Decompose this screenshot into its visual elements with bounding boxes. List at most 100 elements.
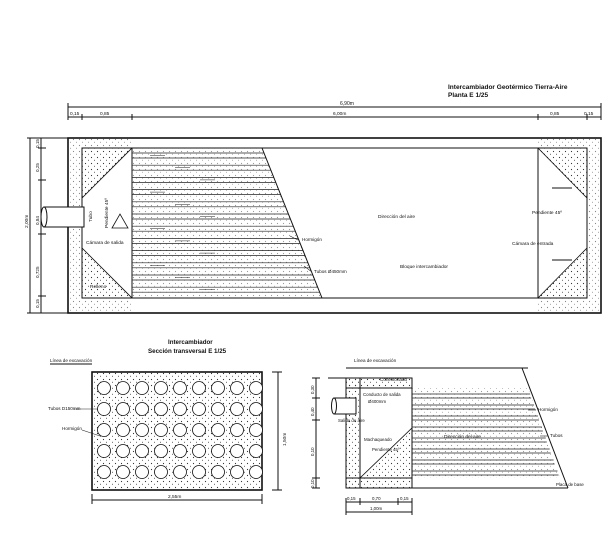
long-dim-015b: 0,15 — [400, 496, 409, 501]
long-label-tubos: Tubos — [550, 433, 563, 438]
section-tube-circle — [230, 423, 244, 437]
plan-dim-085-right: 0,85 — [550, 111, 560, 117]
plan-title: Intercambiador Geotérmico Tierra-Aire — [448, 84, 568, 91]
section-tube-circle — [116, 402, 130, 416]
plan-label-bloque: Bloque intercambiador — [400, 264, 448, 270]
section-label-hormigon: Hormigón — [62, 426, 82, 431]
section-tube-circle — [230, 402, 244, 416]
long-label-salida: Salida de aire — [338, 418, 365, 423]
plan-vdim-0: 0,15 — [35, 139, 40, 148]
plan-view: Intercambiador Geotérmico Tierra-Aire Pl… — [24, 84, 602, 314]
section-label-tubos: Tubos D150mm — [48, 406, 81, 411]
section-dim-width: 2,55m — [168, 494, 181, 500]
section-tube-circle — [135, 402, 149, 416]
section-tube-circle — [230, 444, 244, 458]
section-tube-circle — [192, 423, 206, 437]
section-tube-circle — [154, 423, 168, 437]
section-tube-circle — [249, 381, 263, 395]
section-tube-circle — [116, 423, 130, 437]
section-tube-circle — [135, 423, 149, 437]
plan-vdim-total: 2,00m — [24, 215, 30, 228]
section-tube-circle — [230, 465, 244, 479]
section-label-excavacion: Línea de excavación — [50, 358, 93, 363]
section-tube-circle — [116, 465, 130, 479]
section-tube-circle — [173, 381, 187, 395]
plan-vdim-4: 0,15 — [35, 299, 40, 308]
plan-dim-015-left: 0,15 — [70, 111, 80, 117]
section-tube-circle — [173, 444, 187, 458]
long-label-conexionado: Conexionado — [380, 377, 408, 382]
plan-label-camara-salida: Cámara de salida — [86, 240, 124, 246]
long-dim-070: 0,70 — [372, 496, 381, 501]
section-tube-circle — [97, 465, 111, 479]
plan-label-hormigon: Hormigón — [302, 237, 322, 242]
long-dim-015a: 0,15 — [347, 496, 356, 501]
section-tube-circle — [192, 465, 206, 479]
plan-vdim-3: 0,725 — [35, 266, 40, 278]
section-tube-circle — [135, 444, 149, 458]
section-tube-circle — [173, 465, 187, 479]
section-tube-circle — [135, 381, 149, 395]
long-label-placa: Placa de base — [556, 482, 584, 487]
long-chamber-wall-left — [345, 377, 361, 489]
section-tube-circle — [154, 465, 168, 479]
long-slope-fill — [359, 427, 413, 479]
section-tube-circle — [192, 402, 206, 416]
long-label-direccion: Dirección del aire — [444, 434, 481, 440]
long-chamber-cover — [345, 377, 413, 389]
section-tube-circle — [249, 465, 263, 479]
plan-label-tubos: Tubos Ø450mm — [314, 269, 347, 274]
section-tube-circle — [97, 444, 111, 458]
plan-label-relleno: Relleno — [90, 284, 107, 290]
plan-dim-015-right: 0,15 — [584, 111, 594, 117]
section-tube-circle — [135, 465, 149, 479]
section-tube-circle — [154, 402, 168, 416]
plan-label-camara-entrada: Cámara de entrada — [512, 241, 554, 247]
section-dim-height: 1,50m — [282, 433, 288, 446]
long-vdim-1: 0,40 — [310, 407, 315, 416]
long-vdim-0: 0,30 — [310, 385, 315, 394]
plan-label-pendiente-left: Pendiente 45º — [104, 198, 110, 228]
plan-label-tubo: Tubo — [88, 211, 94, 222]
section-tube-circle — [192, 444, 206, 458]
plan-vertical-dimensions: 2,00m 0,15 0,25 0,84 0,725 0,15 — [24, 137, 68, 314]
long-dim-total: 1,00m — [370, 506, 383, 511]
section-tube-circle — [116, 444, 130, 458]
plan-outlet-chamber: Tubo Pendiente 45º Cámara de salida Rell… — [40, 138, 133, 313]
plan-dim-085-left: 0,85 — [100, 111, 110, 117]
section-tube-circle — [211, 402, 225, 416]
section-tube-circle — [97, 423, 111, 437]
long-label-hormigon: Hormigón — [538, 407, 558, 412]
cross-section-view: Intercambiador Sección transversal E 1/2… — [48, 339, 288, 504]
section-tube-circle — [173, 402, 187, 416]
plan-inlet-chamber: Pendiente 45º Cámara de entrada — [512, 138, 601, 313]
plan-horizontal-dimensions: 6,90m 0,15 0,85 6,00m 0,85 0,15 — [67, 101, 602, 120]
section-tube-circle — [154, 444, 168, 458]
long-label-conducto: Conducto de salida — [363, 392, 401, 397]
long-label-diam: Ø400mm — [368, 399, 386, 404]
section-tube-circle — [211, 444, 225, 458]
plan-vdim-1: 0,25 — [35, 163, 40, 172]
section-tube-circle — [211, 465, 225, 479]
section-tube-circle — [97, 381, 111, 395]
section-tube-circle — [211, 423, 225, 437]
section-tube-circle — [154, 381, 168, 395]
section-subtitle: Sección transversal E 1/25 — [148, 348, 227, 355]
section-tube-circle — [230, 381, 244, 395]
long-chamber-floor — [345, 477, 413, 489]
plan-tube-block: Hormigón Tubos Ø450mm — [132, 147, 347, 299]
long-vdim-2: 0,10 — [310, 447, 315, 456]
section-tube-circle — [173, 423, 187, 437]
plan-label-pendiente-right: Pendiente 45º — [532, 210, 562, 216]
longitudinal-section-view: Línea de excavación Conexionado Conducto… — [310, 358, 584, 515]
section-tube-circle — [249, 444, 263, 458]
long-label-pendiente: Pendiente 45º — [372, 447, 400, 452]
long-label-machaqueado: Machaqueado — [364, 437, 392, 442]
section-tube-circle — [249, 423, 263, 437]
section-tube-circle — [116, 381, 130, 395]
section-tube-circle — [97, 402, 111, 416]
section-tube-circle — [211, 381, 225, 395]
plan-dim-inner: 6,00m — [333, 111, 346, 117]
plan-label-direccion: Dirección del aire — [378, 214, 415, 220]
